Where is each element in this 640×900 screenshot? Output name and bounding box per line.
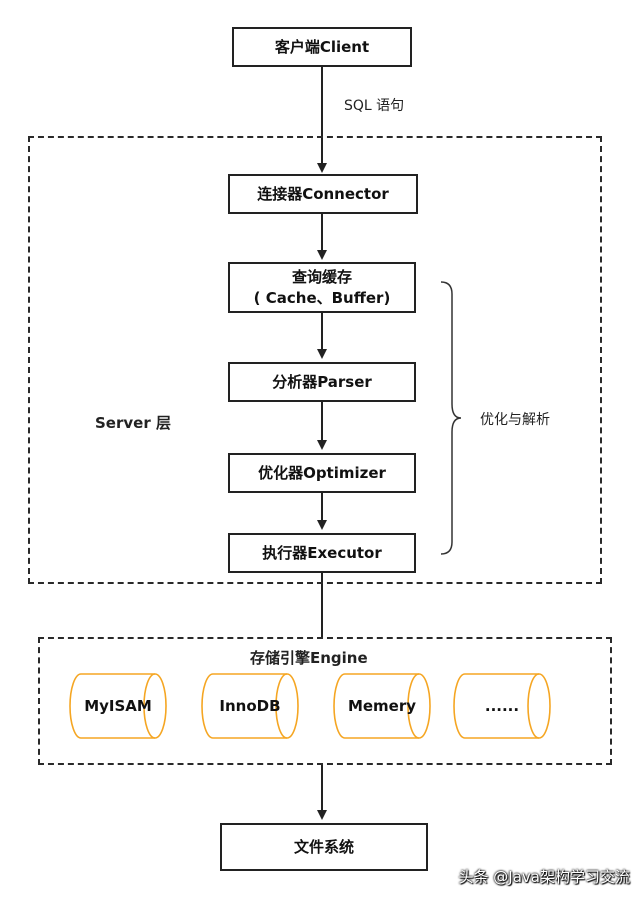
storage-engine-container bbox=[38, 637, 612, 765]
optimizer-box: 优化器Optimizer bbox=[228, 453, 416, 493]
server-layer-container bbox=[28, 136, 602, 584]
query-cache-sublabel: ( Cache、Buffer) bbox=[253, 288, 391, 307]
connector-box: 连接器Connector bbox=[228, 174, 418, 214]
parser-label: 分析器Parser bbox=[272, 372, 372, 391]
optimize-parse-brace bbox=[440, 281, 462, 555]
engine-label: InnoDB bbox=[219, 697, 281, 715]
query-cache-label: 查询缓存 bbox=[291, 267, 352, 286]
cylinder-shape bbox=[333, 673, 431, 739]
optimize-parse-label: 优化与解析 bbox=[480, 412, 550, 428]
optimizer-label: 优化器Optimizer bbox=[258, 463, 386, 482]
parser-box: 分析器Parser bbox=[228, 362, 416, 402]
cylinder-shape bbox=[201, 673, 299, 739]
engine-more-cylinder: ...... bbox=[452, 672, 552, 740]
executor-box: 执行器Executor bbox=[228, 533, 416, 573]
sql-statement-label: SQL 语句 bbox=[344, 98, 405, 114]
engine-memery-cylinder: Memery bbox=[332, 672, 432, 740]
query-cache-box: 查询缓存 ( Cache、Buffer) bbox=[228, 262, 416, 313]
storage-engine-label: 存储引擎Engine bbox=[250, 649, 368, 667]
filesystem-label: 文件系统 bbox=[293, 837, 354, 856]
engine-myisam-cylinder: MyISAM bbox=[68, 672, 168, 740]
cylinder-shape bbox=[453, 673, 551, 739]
client-label: 客户端Client bbox=[274, 37, 370, 56]
filesystem-box: 文件系统 bbox=[220, 823, 428, 871]
client-box: 客户端Client bbox=[232, 27, 412, 67]
engine-label: Memery bbox=[347, 697, 417, 715]
connector-label: 连接器Connector bbox=[257, 184, 389, 203]
cylinder-shape bbox=[69, 673, 167, 739]
engine-label: MyISAM bbox=[84, 697, 152, 715]
executor-label: 执行器Executor bbox=[262, 543, 382, 562]
server-layer-label: Server 层 bbox=[95, 414, 171, 432]
engine-innodb-cylinder: InnoDB bbox=[200, 672, 300, 740]
engine-label: ...... bbox=[484, 697, 520, 715]
watermark: 头条 @Java架构学习交流 bbox=[458, 868, 630, 886]
